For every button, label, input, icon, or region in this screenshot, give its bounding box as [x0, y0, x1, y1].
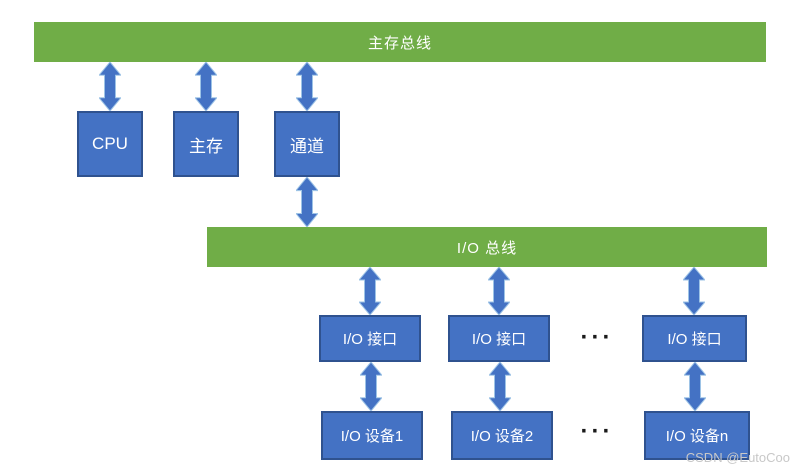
main-memory-bus-bar: 主存总线 — [34, 22, 766, 62]
io-interface-box: I/O 接口 — [642, 315, 747, 362]
io-device-box: I/O 设备2 — [451, 411, 553, 460]
double-arrow-icon — [296, 177, 318, 227]
cpu-box: CPU — [77, 111, 143, 177]
double-arrow-icon — [195, 62, 217, 111]
channel-box: 通道 — [274, 111, 340, 177]
double-arrow-icon — [359, 267, 381, 315]
main-memory-bus-label: 主存总线 — [367, 34, 432, 52]
channel-label: 通道 — [290, 136, 324, 156]
double-arrow-icon — [99, 62, 121, 111]
ellipsis-interfaces: ··· — [580, 324, 614, 351]
double-arrow-icon — [296, 62, 318, 111]
double-arrow-icon — [360, 362, 382, 411]
double-arrow-icon — [489, 362, 511, 411]
io-device-label: I/O 设备1 — [340, 428, 404, 445]
io-interface-box: I/O 接口 — [319, 315, 421, 362]
cpu-label: CPU — [92, 134, 128, 153]
ellipsis-devices: ··· — [580, 418, 614, 445]
io-interface-label: I/O 接口 — [342, 331, 398, 348]
io-device-label: I/O 设备2 — [470, 428, 534, 445]
watermark: CSDN @EutoCoo — [685, 450, 790, 465]
double-arrow-icon — [683, 267, 705, 315]
io-bus-label: I/O 总线 — [456, 239, 518, 257]
io-interface-label: I/O 接口 — [471, 331, 527, 348]
double-arrow-icon — [684, 362, 706, 411]
double-arrow-icon — [488, 267, 510, 315]
io-interface-box: I/O 接口 — [448, 315, 550, 362]
io-device-box: I/O 设备n — [644, 411, 750, 460]
io-interface-label: I/O 接口 — [667, 331, 722, 348]
io-device-label: I/O 设备n — [665, 428, 729, 445]
io-bus-bar: I/O 总线 — [207, 227, 767, 267]
main-memory-box: 主存 — [173, 111, 239, 177]
main-memory-label: 主存 — [189, 136, 223, 156]
io-device-box: I/O 设备1 — [321, 411, 423, 460]
